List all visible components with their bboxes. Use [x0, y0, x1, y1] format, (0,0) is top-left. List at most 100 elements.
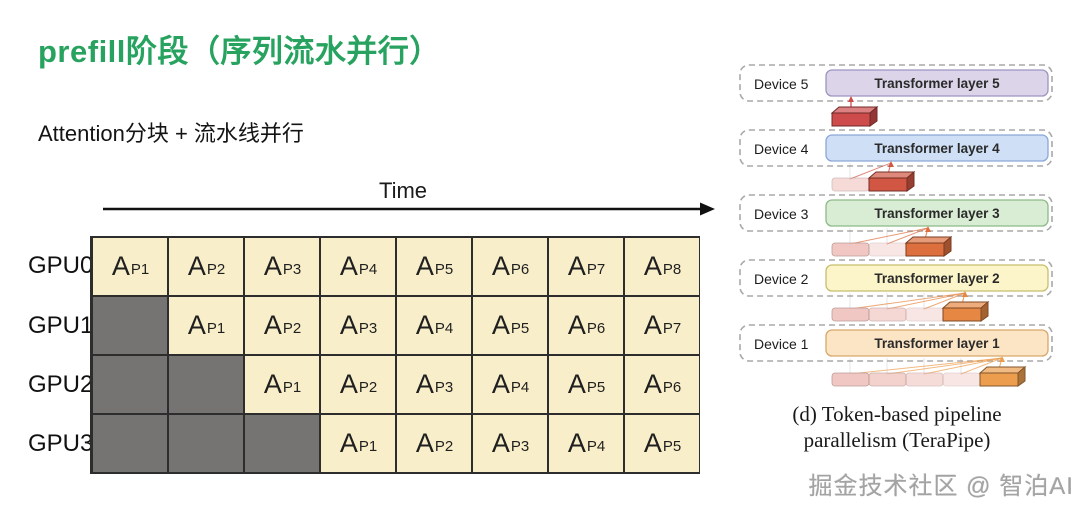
chunk-base-label: A	[643, 310, 662, 340]
page-subtitle: Attention分块 + 流水线并行	[38, 121, 304, 146]
device-label: Device 2	[754, 271, 809, 287]
chunk-sub-label: P7	[586, 261, 606, 278]
token-arrowhead	[848, 96, 854, 102]
chunk-base-label: A	[187, 251, 206, 281]
token-arrowhead	[925, 226, 931, 232]
chunk-sub-label: P2	[434, 438, 454, 455]
device-label: Device 3	[754, 206, 809, 222]
gpu-row-label: GPU0	[28, 252, 94, 279]
token-fan-line	[923, 292, 966, 310]
idle-cell	[168, 415, 244, 472]
transformer-layer-box	[825, 69, 1049, 97]
transformer-layer-label: Transformer layer 3	[874, 206, 1000, 221]
token-fan-line	[886, 357, 1003, 375]
chunk-sub-label: P2	[282, 320, 302, 337]
chunk-base-label: A	[567, 310, 586, 340]
chunk-base-label: A	[111, 251, 130, 281]
token-block-front	[942, 307, 982, 322]
faded-token-segment	[831, 372, 870, 387]
chunk-base-label: A	[567, 428, 586, 458]
transformer-layer-label: Transformer layer 4	[874, 141, 1000, 156]
token-arrowhead	[962, 291, 968, 297]
chunk-sub-label: P1	[130, 261, 150, 278]
chunk-base-label: A	[415, 369, 434, 399]
chunk-base-label: A	[339, 369, 358, 399]
chunk-sub-label: P4	[434, 320, 454, 337]
faded-token-segment	[831, 177, 870, 192]
idle-cell	[92, 415, 168, 472]
chunk-base-label: A	[263, 310, 282, 340]
chunk-base-label: A	[263, 251, 282, 281]
figure-caption-line2: parallelism (TeraPipe)	[803, 427, 991, 452]
token-block-top	[867, 171, 916, 179]
watermark-text: 掘金技术社区 @ 智泊AI	[808, 473, 1074, 500]
chunk-sub-label: P5	[662, 438, 682, 455]
faded-token-segment	[905, 307, 944, 322]
chunk-base-label: A	[339, 428, 358, 458]
chunk-sub-label: P6	[662, 379, 682, 396]
token-fan-line	[886, 227, 929, 245]
chunk-sub-label: P7	[662, 320, 682, 337]
gpu-row-label: GPU1	[28, 311, 94, 339]
token-fan-line	[923, 357, 1003, 375]
chunk-sub-label: P1	[206, 320, 226, 337]
chunk-base-label: A	[567, 369, 586, 399]
chunk-base-label: A	[643, 369, 662, 399]
device-label: Device 4	[754, 141, 809, 157]
time-axis-label: Time	[378, 178, 428, 203]
chunk-base-label: A	[415, 428, 434, 458]
chunk-base-label: A	[187, 310, 206, 340]
chunk-sub-label: P3	[282, 261, 302, 278]
transformer-layer-box	[825, 329, 1049, 357]
token-arrowhead	[888, 161, 894, 167]
chunk-base-label: A	[263, 369, 282, 399]
figure-caption-line1: (d) Token-based pipeline	[792, 402, 1002, 426]
chunk-sub-label: P4	[358, 261, 378, 278]
time-arrow-icon	[103, 202, 715, 216]
token-block-front	[868, 177, 908, 192]
chunk-base-label: A	[415, 310, 434, 340]
token-fan-line	[849, 162, 892, 180]
token-block-front	[905, 242, 945, 257]
figure-caption: (d) Token-based pipeline parallelism (Te…	[736, 402, 1058, 453]
faded-token-segment	[942, 372, 981, 387]
chunk-base-label: A	[643, 428, 662, 458]
chunk-sub-label: P3	[358, 320, 378, 337]
token-fan-line	[886, 292, 966, 310]
faded-token-segment	[905, 372, 944, 387]
chunk-base-label: A	[491, 310, 510, 340]
device-label: Device 1	[754, 336, 809, 352]
transformer-layer-label: Transformer layer 2	[874, 271, 999, 286]
chunk-sub-label: P4	[586, 438, 606, 455]
faded-token-segment	[868, 372, 907, 387]
chunk-sub-label: P5	[586, 379, 606, 396]
chunk-base-label: A	[491, 428, 510, 458]
chunk-sub-label: P4	[510, 379, 530, 396]
chunk-sub-label: P3	[434, 379, 454, 396]
